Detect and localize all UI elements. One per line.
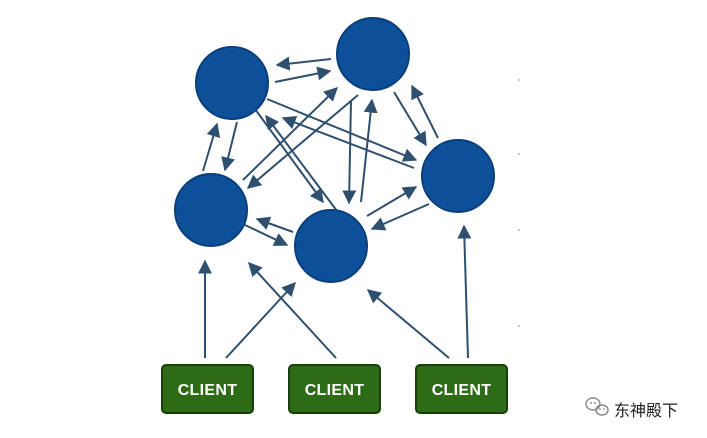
arrow (342, 100, 357, 205)
arrow (411, 84, 439, 139)
wechat-icon (585, 397, 609, 416)
arrow (457, 224, 472, 359)
client-label: CLIENT (178, 382, 238, 399)
arrow (266, 98, 418, 162)
arrow (265, 114, 338, 212)
arrow (370, 203, 430, 231)
nodes-layer (174, 17, 495, 283)
server-node (336, 17, 410, 91)
server-node (294, 209, 368, 283)
tick-mark (518, 325, 520, 327)
arrow (366, 186, 418, 217)
clients-layer: CLIENT CLIENT CLIENT (161, 364, 508, 414)
watermark: 东神殿下 (585, 397, 678, 420)
client-label: CLIENT (432, 382, 492, 399)
edges-layer (198, 56, 472, 359)
arrow (221, 121, 238, 172)
server-node (195, 46, 269, 120)
arrow (360, 98, 378, 203)
client-box: CLIENT (415, 364, 508, 414)
server-node (174, 173, 248, 247)
edge-ticks (518, 79, 520, 327)
server-node (421, 139, 495, 213)
client-label: CLIENT (305, 382, 365, 399)
client-box: CLIENT (288, 364, 381, 414)
tick-mark (518, 229, 520, 231)
watermark-text: 东神殿下 (614, 401, 678, 420)
arrow (242, 87, 339, 181)
arrow (254, 108, 324, 204)
arrow (366, 289, 450, 359)
arrow (246, 94, 359, 189)
tick-mark (518, 153, 520, 155)
arrow (274, 66, 332, 83)
arrow (275, 56, 332, 71)
arrow (393, 91, 427, 147)
tick-mark (518, 79, 520, 81)
arrow (281, 115, 415, 169)
arrow (248, 261, 337, 359)
arrow (225, 281, 296, 359)
arrow (202, 122, 221, 172)
client-box: CLIENT (161, 364, 254, 414)
arrow (255, 216, 294, 233)
arrow (244, 224, 289, 246)
